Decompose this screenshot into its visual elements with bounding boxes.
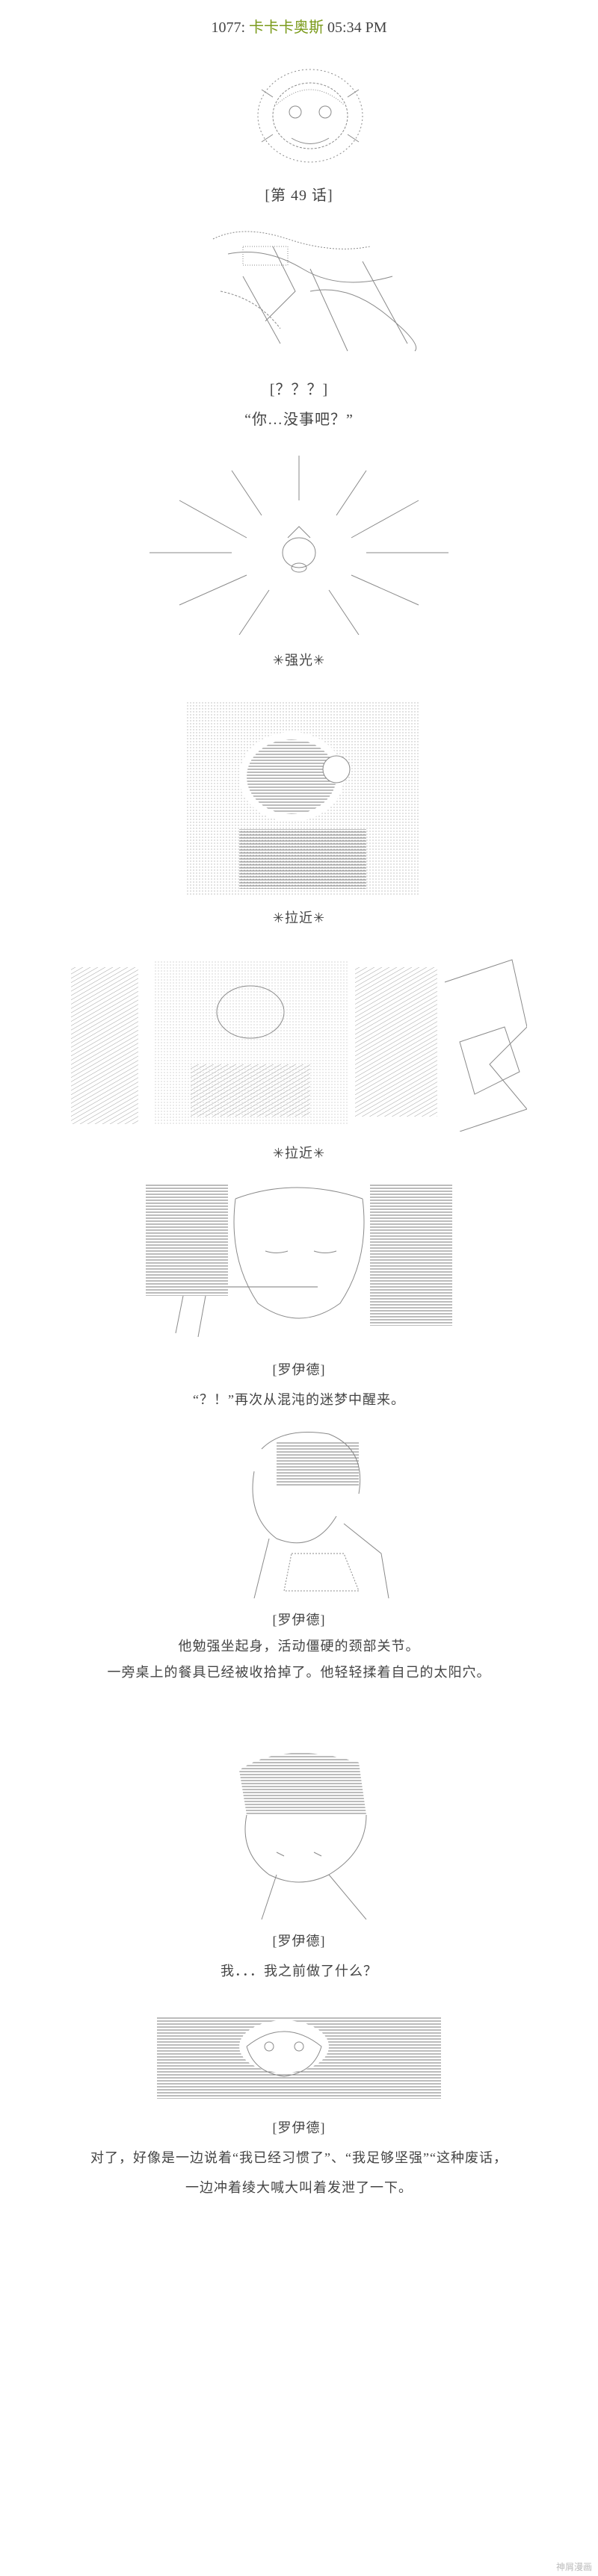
zoom-panel-2 [71, 959, 527, 1132]
wide-scene-art [157, 2017, 441, 2099]
dialogue-line-4: 我．．．我之前做了什么？ [221, 1964, 377, 1978]
sleeping-face-art [146, 1184, 452, 1338]
narration-line-5a: 对了，好像是一边说着“我已经习惯了”、“我足够坚强”“这种废话， [90, 2150, 508, 2165]
light-burst-art [150, 456, 449, 635]
face-emblem-art [257, 69, 363, 163]
speaker-label-5: [罗伊德] [272, 2120, 326, 2135]
sfx-strong-light: ✳强光✳ [272, 653, 326, 668]
post-header: 1077: 卡卡卡奥斯 05:34 PM [0, 15, 598, 37]
dialogue-line-1: “你…没事吧？” [244, 412, 354, 428]
post-time: 05:34 PM [327, 19, 387, 36]
chapter-label: [第 49 话] [265, 187, 333, 204]
dialogue-line-2: “？！”再次从混沌的迷梦中醒来。 [193, 1392, 405, 1407]
narration-line-3b: 一旁桌上的餐具已经被收拾掉了。他轻轻揉着自己的太阳穴。 [107, 1665, 491, 1680]
sfx-zoom-1: ✳拉近✳ [272, 910, 326, 925]
sfx-zoom-2: ✳拉近✳ [272, 1146, 326, 1161]
man-sitting-art [252, 1432, 389, 1598]
speaker-label-4: [罗伊德] [272, 1934, 326, 1949]
speaker-label-1: [？？？] [269, 382, 329, 398]
figure-sketch-1 [212, 231, 416, 352]
narration-line-5b: 一边冲着绫大喊大叫着发泄了一下。 [185, 2180, 413, 2195]
zoom-panel-1 [187, 702, 419, 896]
author-link[interactable]: 卡卡卡奥斯 [249, 19, 324, 36]
man-thinking-art [239, 1753, 367, 1919]
narration-line-3a: 他勉强坐起身，活动僵硬的颈部关节。 [178, 1639, 420, 1654]
post-number: 1077: [211, 19, 246, 36]
watermark: 神屑漫画 [555, 2562, 592, 2572]
speaker-label-2: [罗伊德] [272, 1362, 326, 1377]
speaker-label-3: [罗伊德] [272, 1613, 326, 1627]
